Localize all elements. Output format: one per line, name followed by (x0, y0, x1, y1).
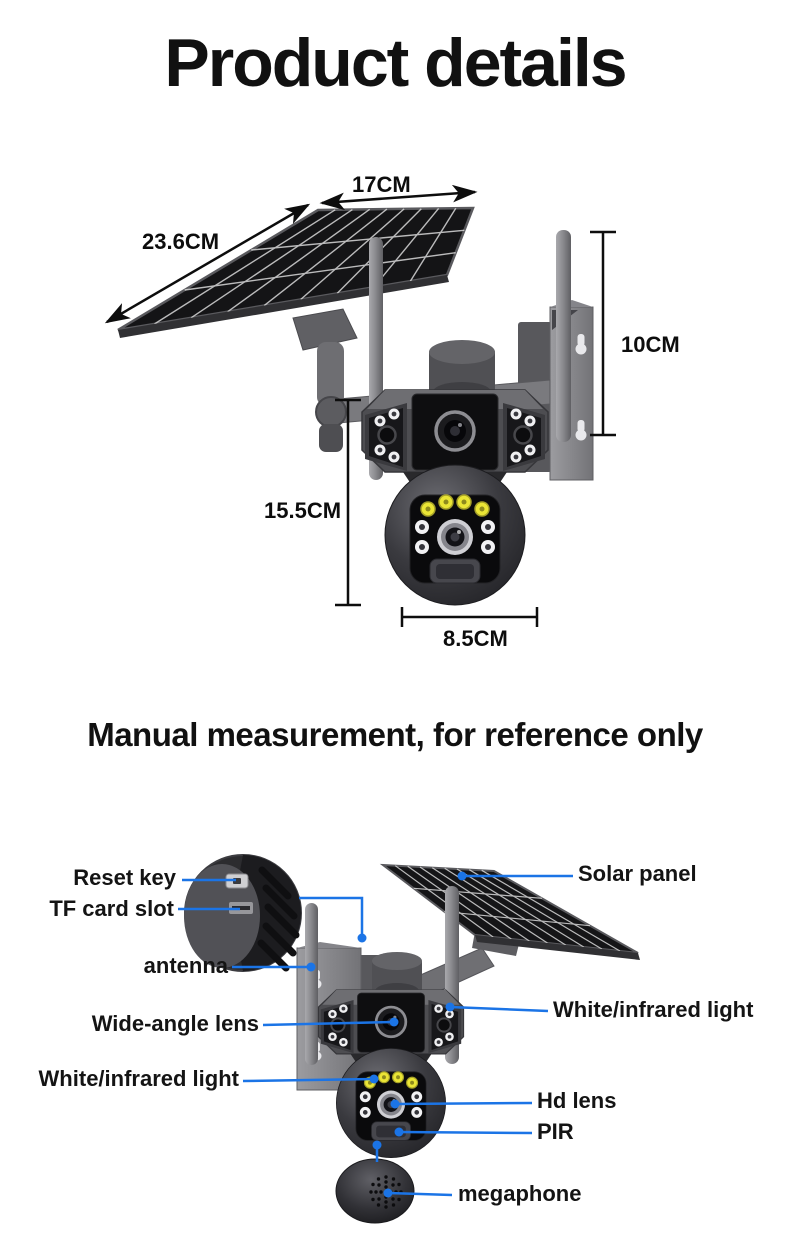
dimension-camera-width: 8.5CM (443, 626, 508, 651)
camera-body-graphic (360, 388, 550, 607)
callout-line-pir (398, 1130, 533, 1135)
antenna-graphic-right (556, 230, 571, 442)
label-solar-panel: Solar panel (578, 861, 697, 886)
label-white-infrared-light-left: White/infrared light (38, 1066, 239, 1091)
callout-line-white-infrared-right (449, 1005, 549, 1013)
callout-line-megaphone (387, 1191, 453, 1197)
label-wide-angle-lens: Wide-angle lens (91, 1011, 259, 1036)
megaphone-graphic (335, 1158, 415, 1224)
dimension-panel-top-width: 17CM (352, 172, 411, 197)
parts-diagram-illustration (178, 854, 640, 1224)
callout-dots (306, 871, 467, 1198)
solar-panel-graphic-2 (379, 863, 640, 960)
label-reset-key: Reset key (73, 865, 176, 890)
label-megaphone: megaphone (458, 1181, 582, 1206)
dimension-diagram-illustration (104, 184, 616, 627)
dimension-mount-height: 10CM (621, 332, 680, 357)
label-hd-lens: Hd lens (537, 1088, 617, 1113)
label-antenna: antenna (143, 953, 228, 978)
label-white-infrared-light-right: White/infrared light (553, 997, 754, 1022)
callout-line-wide-angle-lens (262, 1020, 395, 1027)
label-tf-card-slot: TF card slot (49, 896, 174, 921)
callout-lines (178, 874, 573, 1197)
callout-line-hd-lens (394, 1101, 533, 1106)
dimension-camera-height: 15.5CM (264, 498, 342, 523)
callout-line-white-infrared-left (242, 1077, 375, 1083)
dimension-panel-length: 23.6CM (142, 229, 220, 254)
measurement-lines (104, 184, 616, 627)
reference-note: Manual measurement, for reference only (87, 716, 703, 753)
label-pir: PIR (537, 1119, 574, 1144)
page-title: Product details (164, 25, 627, 101)
antenna-graphic-2-left (305, 903, 318, 1065)
reset-tf-inset (184, 854, 302, 972)
callout-line-inset-to-camera (299, 896, 364, 938)
